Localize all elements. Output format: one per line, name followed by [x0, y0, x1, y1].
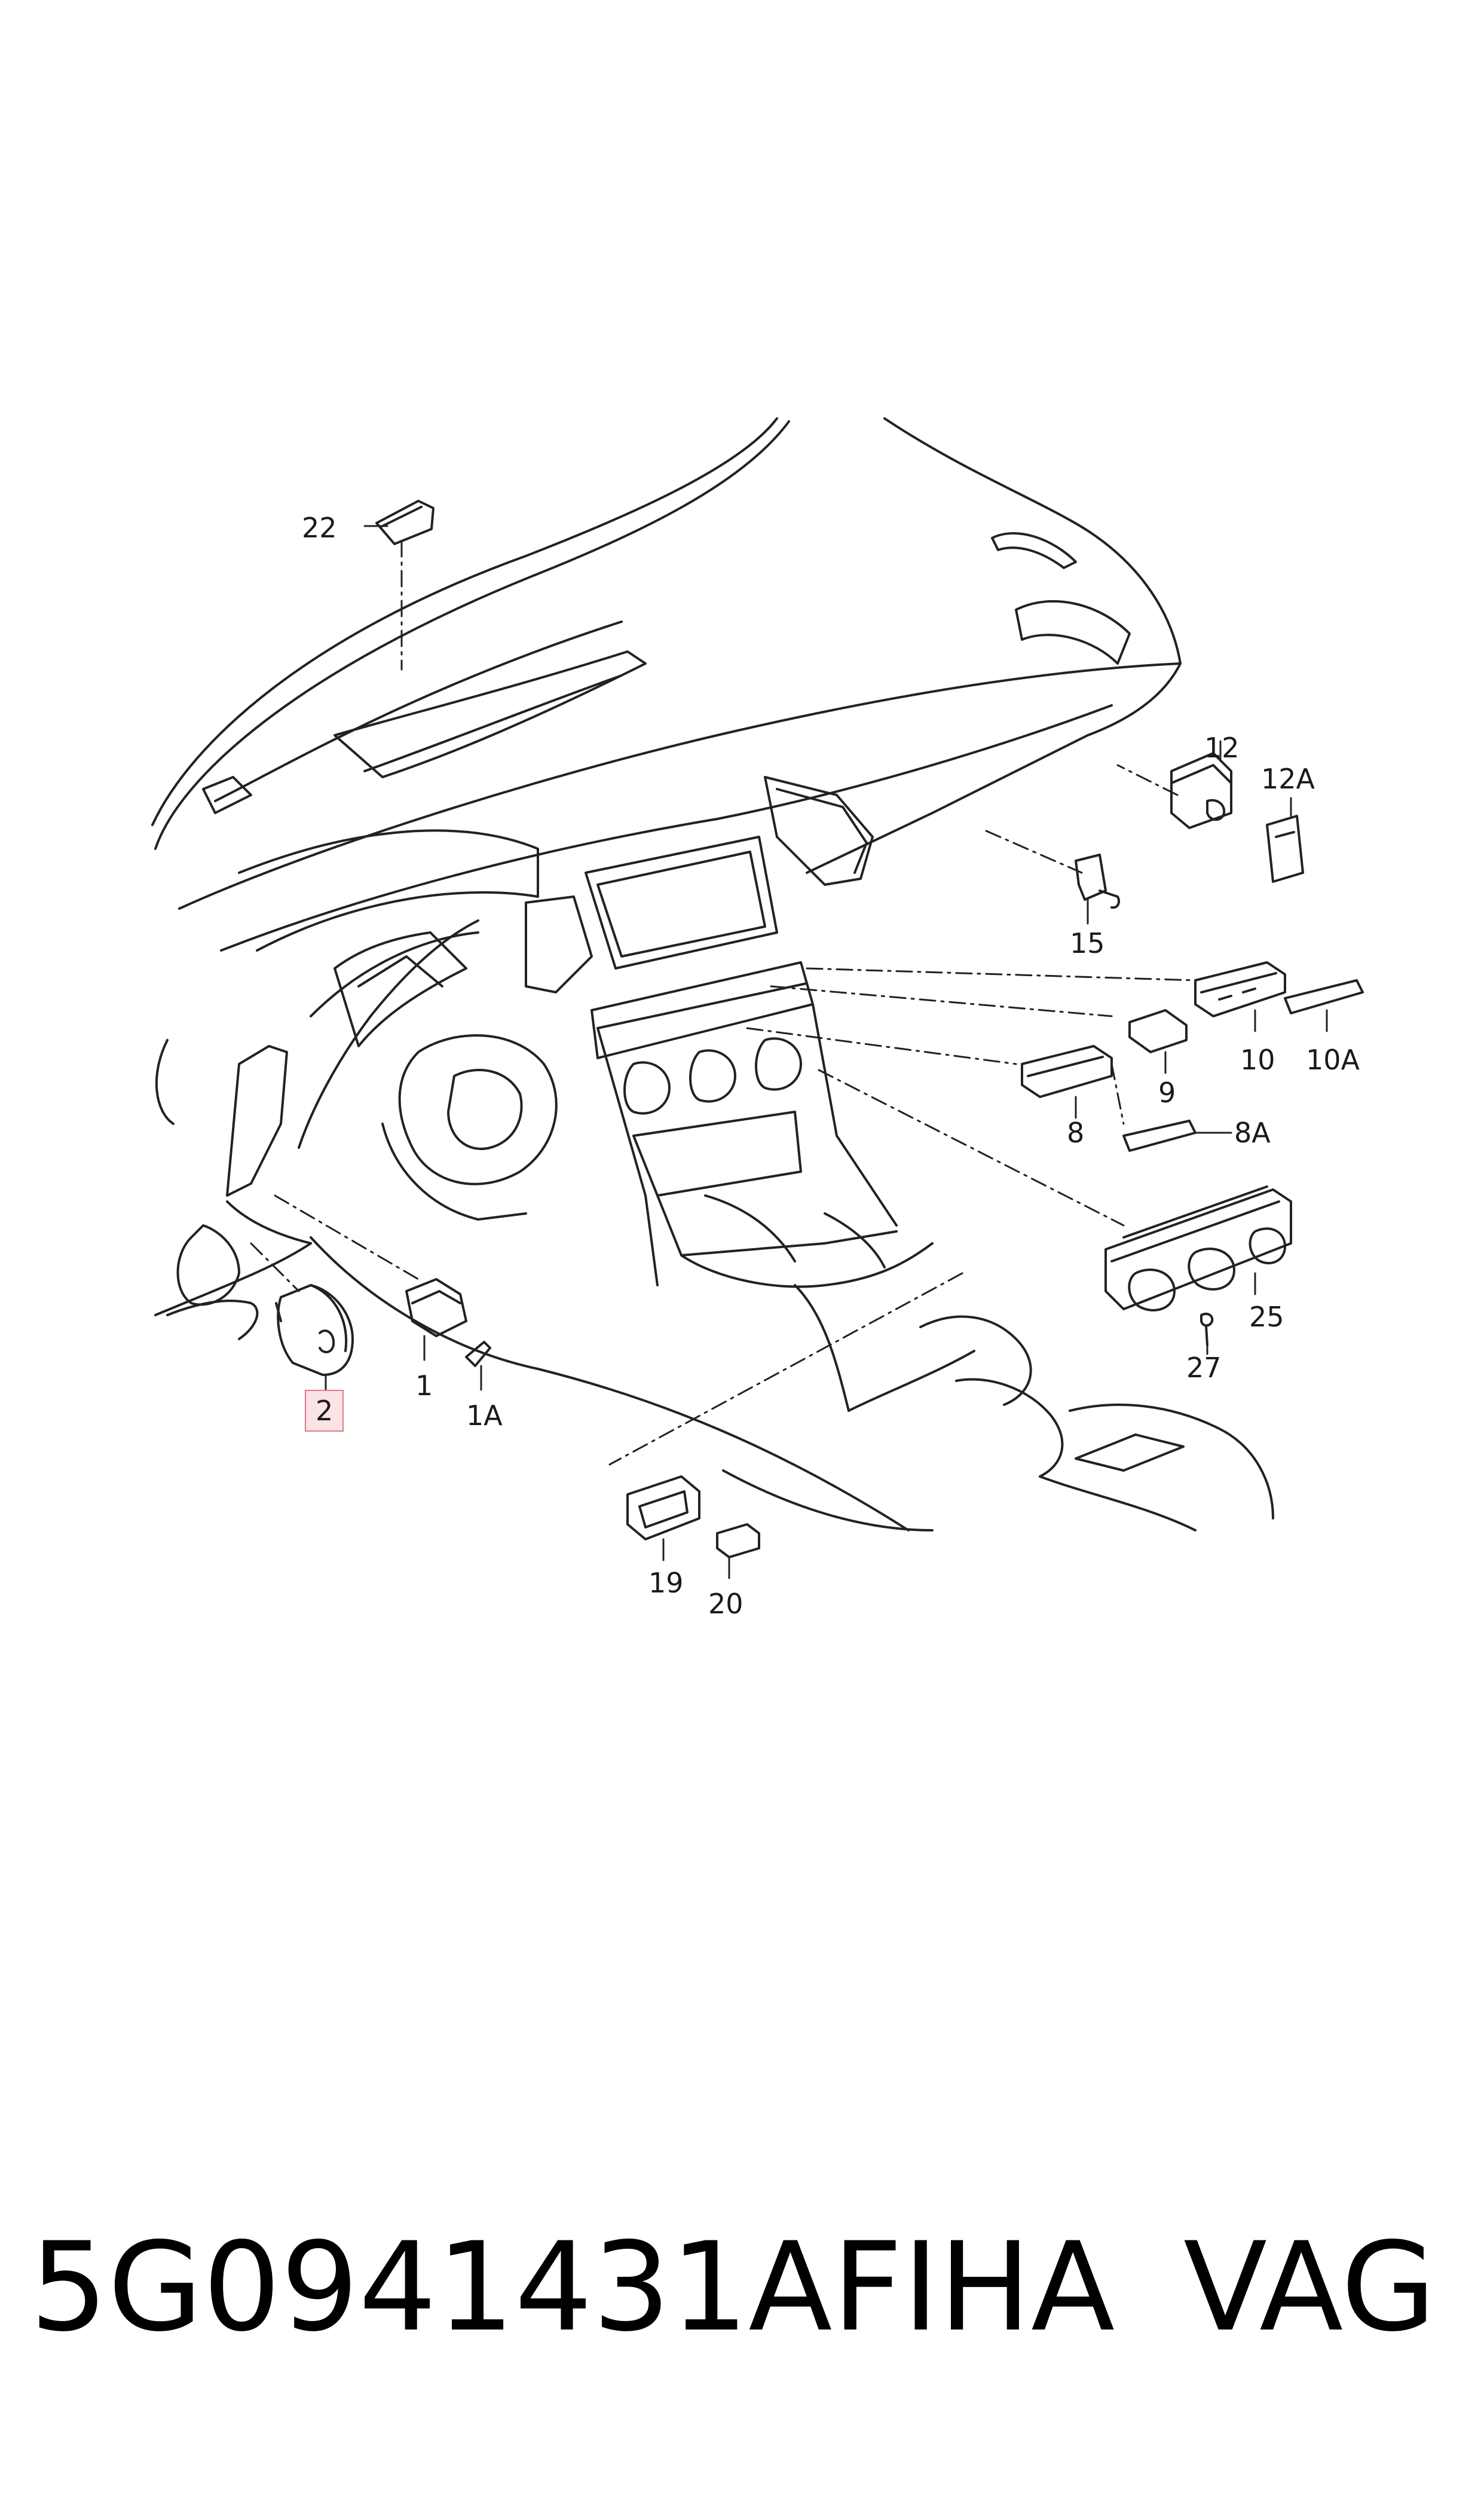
- part-22-vent: [375, 500, 435, 545]
- part-10a-cover: [1284, 979, 1364, 1014]
- part-2-light-switch: [275, 1284, 354, 1376]
- leader-lines: [250, 540, 1197, 1466]
- callout-1a: 1A: [466, 1399, 503, 1432]
- part-1a-clip: [465, 1341, 491, 1367]
- callout-12: 12: [1204, 732, 1240, 764]
- callout-10: 10: [1240, 1044, 1275, 1076]
- part-12a-cover: [1266, 815, 1304, 883]
- callout-15: 15: [1070, 927, 1105, 959]
- callout-2-highlighted: 2: [305, 1390, 344, 1432]
- callout-20: 20: [708, 1588, 743, 1620]
- callout-12a: 12A: [1261, 763, 1315, 795]
- callout-9: 9: [1158, 1077, 1176, 1109]
- part-10-switch-strip: [1194, 961, 1286, 1017]
- part-20-insert: [716, 1523, 760, 1558]
- part-19-switch: [626, 1475, 700, 1540]
- footer-caption: 5G0941431AFIHA VAG: [30, 2227, 1464, 2358]
- callout-25: 25: [1249, 1301, 1284, 1333]
- part-8a-cover: [1122, 1120, 1197, 1152]
- callout-1: 1: [415, 1369, 433, 1402]
- part-9-switch: [1128, 1009, 1188, 1053]
- part-8-switch-strip: [1021, 1045, 1113, 1098]
- part-25-climate-control: [1104, 1185, 1292, 1312]
- callout-10a: 10A: [1306, 1044, 1360, 1076]
- callout-22: 22: [302, 512, 337, 544]
- part-27-screw: [1200, 1313, 1214, 1346]
- part-12-switch: [1170, 752, 1232, 829]
- callout-27: 27: [1186, 1352, 1222, 1384]
- callout-8a: 8A: [1234, 1117, 1271, 1149]
- callout-19: 19: [648, 1567, 684, 1599]
- part-number: 5G0941431AFIHA: [30, 2217, 1115, 2359]
- brand: VAG: [1183, 2217, 1436, 2359]
- part-1-switch: [405, 1278, 467, 1337]
- label-ticks: [325, 525, 1328, 1579]
- dashboard-outline: [151, 417, 1274, 1531]
- callout-8: 8: [1067, 1117, 1085, 1149]
- part-15-sensor: [1075, 854, 1120, 909]
